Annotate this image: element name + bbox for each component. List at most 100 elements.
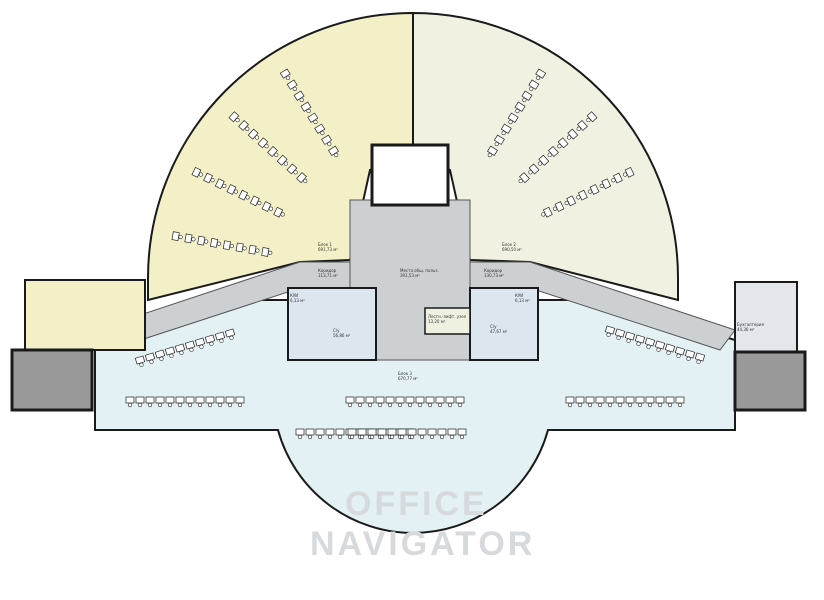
desk	[507, 112, 519, 125]
desk	[645, 396, 655, 408]
room-label-block1: 691,73 м²	[318, 247, 338, 252]
room-label-block2: Блок 2	[502, 242, 516, 247]
desk	[614, 328, 626, 340]
desk	[365, 396, 375, 408]
desk	[576, 119, 588, 131]
desk	[224, 328, 236, 340]
desk	[518, 172, 530, 184]
desk	[664, 343, 676, 355]
desk	[222, 240, 234, 251]
desk	[611, 172, 623, 184]
desk	[314, 123, 326, 136]
desk	[387, 428, 397, 440]
desk	[321, 134, 333, 147]
desk	[214, 331, 226, 343]
desk	[238, 119, 250, 131]
room-label-common: 391,53 м²	[400, 273, 420, 278]
room-label-corridor2: 130,73 м²	[484, 273, 504, 278]
room-label-wc1: 56,86 м²	[333, 333, 351, 338]
room-label-block3: Блок 3	[398, 371, 412, 376]
desk	[286, 163, 298, 175]
desk	[576, 189, 588, 201]
desk	[605, 396, 615, 408]
desk	[493, 134, 505, 147]
desk	[547, 146, 559, 158]
room-label-kui2: 6,13 м²	[515, 298, 530, 303]
desk	[184, 340, 196, 352]
zone-block3	[94, 299, 736, 534]
desks-layer	[125, 68, 706, 440]
desk	[279, 68, 291, 80]
room-wc1	[287, 287, 377, 361]
room-label-kui1: 6,13 м²	[290, 298, 305, 303]
desk	[644, 337, 656, 349]
desk	[155, 396, 165, 408]
desk	[615, 396, 625, 408]
desk	[204, 334, 216, 346]
desk	[174, 343, 186, 355]
stair-left	[10, 348, 94, 412]
desk	[249, 195, 262, 207]
desk	[261, 201, 274, 212]
desk	[587, 184, 600, 195]
room-label-wc2: 47,67 м²	[490, 329, 508, 334]
watermark-line-1: OFFICE	[345, 485, 488, 523]
desk	[395, 396, 405, 408]
desk	[135, 396, 145, 408]
room-label-block3: 670,77 м²	[398, 376, 418, 381]
desk	[624, 331, 636, 343]
desk	[625, 396, 635, 408]
zone-block2	[412, 11, 679, 302]
desk	[585, 396, 595, 408]
desk	[623, 166, 635, 178]
desk	[634, 334, 646, 346]
desk	[335, 428, 345, 440]
desk	[197, 235, 209, 246]
room-label-lift: 13,20 м²	[428, 319, 446, 324]
desk	[235, 242, 247, 253]
desk	[528, 79, 540, 91]
room-label-kui2: КУИ	[515, 293, 523, 298]
desk	[184, 233, 196, 244]
desk	[165, 396, 175, 408]
desk	[674, 346, 686, 358]
wing-right	[734, 281, 798, 353]
desk	[575, 396, 585, 408]
room-label-block1: Блок 1	[318, 242, 332, 247]
desk	[514, 101, 526, 114]
desk	[273, 206, 285, 218]
desk	[455, 396, 465, 408]
desk	[267, 146, 279, 158]
desk	[375, 396, 385, 408]
desk	[215, 396, 225, 408]
desk	[248, 244, 260, 255]
desk	[235, 396, 245, 408]
desk	[405, 396, 415, 408]
room-label-wc2: С/у	[490, 324, 497, 329]
room-label-wc1: С/у	[333, 328, 340, 333]
room-label-lift: Лестн.-лифт. узел	[428, 314, 467, 319]
watermark-line-2: NAVIGATOR	[310, 525, 535, 563]
desk	[214, 178, 227, 190]
desk	[345, 396, 355, 408]
desk	[134, 355, 146, 367]
desk	[203, 172, 215, 184]
desk	[557, 137, 569, 149]
desk	[300, 101, 312, 114]
desk	[228, 111, 240, 123]
desk	[347, 428, 357, 440]
desk	[154, 349, 166, 361]
desk	[357, 428, 367, 440]
room-label-corridor1: Коридор	[318, 268, 337, 273]
desk	[247, 128, 260, 140]
desk	[595, 396, 605, 408]
desk	[195, 396, 205, 408]
desk	[307, 112, 319, 125]
desk	[175, 396, 185, 408]
desk	[225, 396, 235, 408]
desk	[500, 123, 512, 136]
desk	[295, 428, 305, 440]
desk	[125, 396, 135, 408]
